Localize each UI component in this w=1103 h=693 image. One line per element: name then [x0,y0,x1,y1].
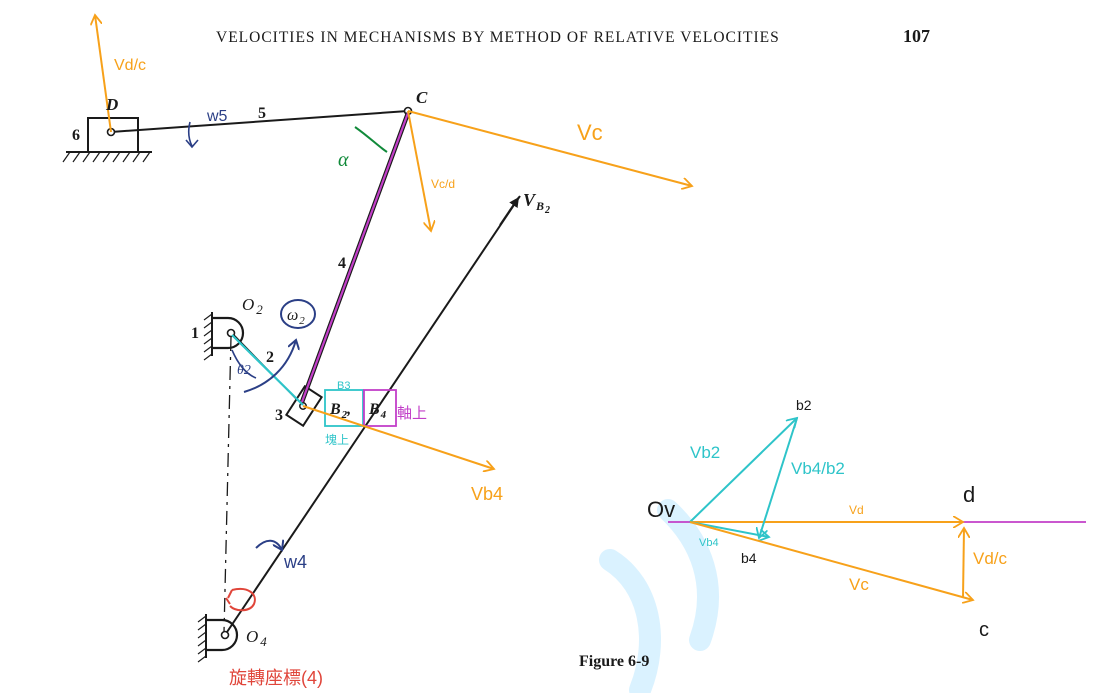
polygon-vb4-arrow [689,521,769,537]
label-shaft-on: 軸上 [397,405,427,422]
ground-link-o2-o4 [223,336,232,633]
link-o4-extension [224,195,521,636]
vb2-direction-arrow [499,196,520,226]
pin-o4 [220,630,230,640]
label-block-on: 塊上 [325,432,349,447]
label-omega2: ω2 [287,307,305,327]
label-vb4: Vb4 [471,484,503,504]
polygon-label-vdc: Vd/c [973,549,1008,568]
polygon-label-vb4b2: Vb4/b2 [791,459,845,478]
ground-hatch-d [62,151,151,163]
link-5 [110,110,409,133]
polygon-label-c: c [979,619,989,641]
label-b2: B2, [329,401,351,421]
omega2-arrow [243,340,296,393]
vcd-arrow [407,110,431,231]
label-b4: B4 [368,401,387,421]
polygon-label-b2: b2 [796,397,812,413]
polygon-label-ov: Ov [647,497,675,522]
vb4-arrow [302,405,494,469]
rotating-frame-mark [225,588,256,612]
polygon-label-vc: Vc [849,575,869,594]
polygon-label-b4: b4 [741,550,757,566]
link-4 [300,112,410,403]
label-alpha: α [338,149,349,171]
label-w4: w4 [283,552,307,572]
label-rotating-frame: 旋轉座標(4) [229,668,323,688]
polygon-vb4b2-arrow [759,417,798,538]
label-vdc: Vd/c [114,57,146,74]
polygon-label-d: d [963,482,975,507]
polygon-label-vb4: Vb4 [699,537,719,549]
label-w5: w5 [206,108,228,125]
watermark [599,499,719,693]
label-link-3: 3 [275,407,283,424]
polygon-label-vd: Vd [849,503,864,517]
theta2-arc [231,349,257,379]
label-link-1: 1 [191,325,199,342]
label-d: D [105,95,118,114]
page-number: 107 [903,26,930,46]
label-link-5: 5 [258,105,266,122]
polygon-label-vb2: Vb2 [690,443,720,462]
slider-block-6 [87,117,139,153]
label-link-2: 2 [266,349,274,366]
link-2-highlight [231,334,304,406]
label-link-4: 4 [338,255,346,272]
polygon-vb2-arrow [689,418,797,523]
polygon-vdc-arrow [963,528,964,599]
w4-arrow [255,541,282,550]
label-b3: B3 [337,380,350,392]
b4-box [363,389,397,427]
vc-arrow [407,110,692,186]
label-theta2: θ2 [237,363,251,378]
w5-arrow [187,121,193,147]
b2-box [324,389,364,427]
page-header-title: VELOCITIES IN MECHANISMS BY METHOD OF RE… [216,29,780,46]
omega2-circle [280,299,316,329]
label-vcd: Vc/d [431,177,455,191]
label-vb2: VB2 [523,190,550,216]
label-c: C [416,88,428,107]
label-link-6: 6 [72,127,80,144]
figure-caption: Figure 6-9 [579,653,649,670]
vdc-arrow [95,15,112,133]
polygon-vc-arrow [689,521,973,600]
pivot-o2 [212,316,245,350]
alpha-arc [354,126,388,153]
label-vc: Vc [577,120,603,145]
pivot-o4 [206,618,239,652]
